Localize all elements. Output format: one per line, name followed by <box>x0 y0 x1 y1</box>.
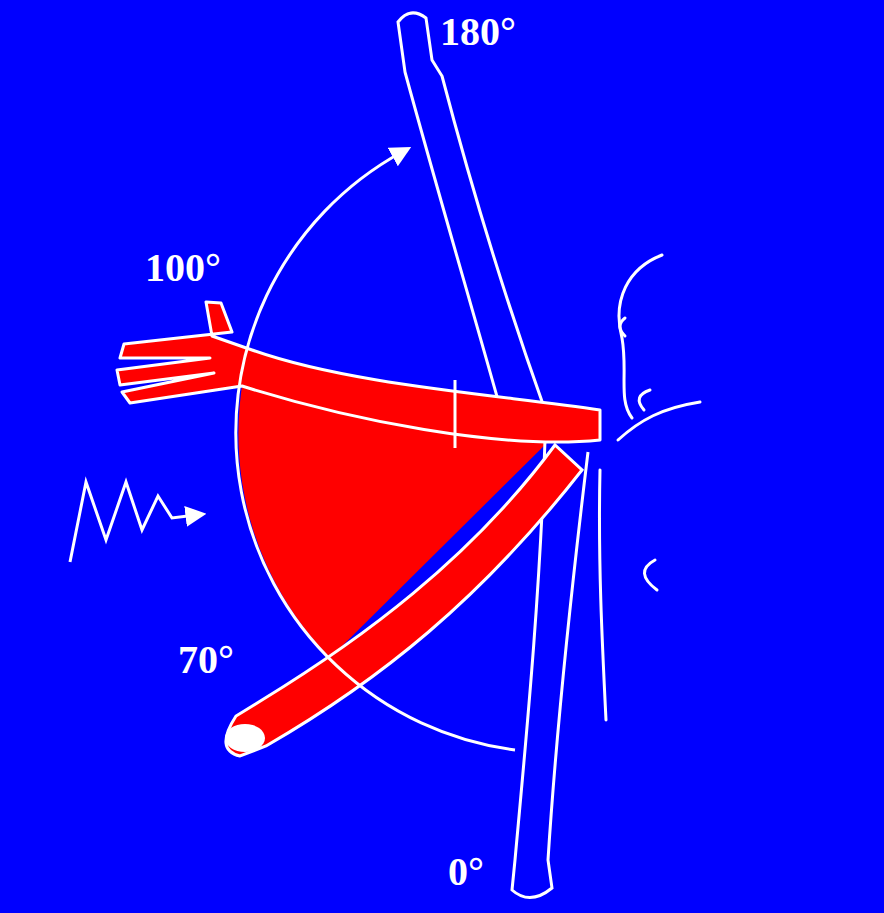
elbow-mark <box>454 380 457 448</box>
arm-100 <box>117 302 600 442</box>
angle-label: 0° <box>448 852 484 892</box>
hand-70 <box>225 724 265 752</box>
body-outline <box>599 255 700 720</box>
arm-180 <box>398 13 545 425</box>
angle-label: 70° <box>178 640 234 680</box>
angle-label: 180° <box>440 12 516 52</box>
force-arrow <box>70 482 196 562</box>
arm-70 <box>226 445 582 756</box>
range-arc <box>236 152 515 750</box>
angle-label: 100° <box>145 248 221 288</box>
